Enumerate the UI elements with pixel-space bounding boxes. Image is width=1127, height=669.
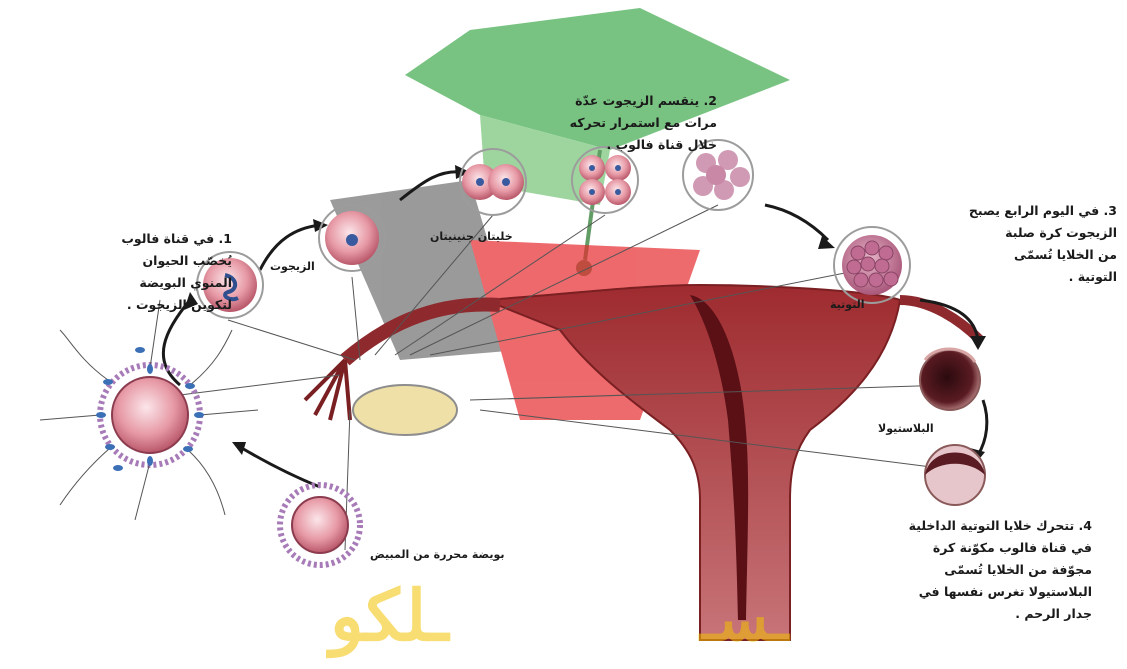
two-cells-label: خليتان جنينيتان (430, 230, 513, 243)
step3-line-4: التوتية . (887, 266, 1117, 288)
step1-caption: 1. في قناة فالوب يُخصّب الحيوان المنوي ا… (27, 228, 232, 316)
step1-line-3: المنوي البويضة (27, 272, 232, 294)
step4-line-3: مجوّفة من الخلايا تُسمّى (792, 559, 1092, 581)
step2-line-1: 2. ينقسم الزيجوت عدّة (477, 90, 717, 112)
zygote-label: الزيجوت (270, 260, 315, 273)
step2-caption: 2. ينقسم الزيجوت عدّة مرات مع استمرار تح… (477, 90, 717, 156)
svg-text:ـلكو: ـلكو (326, 574, 451, 659)
step4-line-4: البلاستيولا تغرس نفسها في (792, 581, 1092, 603)
step3-line-2: الزيجوت كرة صلبة (887, 222, 1117, 244)
step1-line-4: لتكوين الزيجوت . (27, 294, 232, 316)
svg-text:ـسـ: ـسـ (698, 585, 791, 655)
step3-caption: 3. في اليوم الرابع يصبح الزيجوت كرة صلبة… (887, 200, 1117, 288)
step3-line-3: من الخلايا تُسمّى (887, 244, 1117, 266)
zygote-icon (319, 205, 385, 271)
step4-line-1: 4. تتحرك خلايا التوتية الداخلية (792, 515, 1092, 537)
step4-line-5: جدار الرحم . (792, 603, 1092, 625)
ovary-icon (353, 385, 457, 435)
released-ovum-icon (280, 485, 360, 565)
fallopian-tube-icon (305, 360, 350, 420)
blastula-label: البلاستيولا (878, 422, 934, 435)
step4-line-2: في قناة فالوب مكوّنة كرة (792, 537, 1092, 559)
implanting-blastula-icon (925, 445, 985, 505)
watermark-text-icon: ـلكو ـسـ (326, 574, 791, 659)
egg-with-sperm-icon (40, 300, 258, 520)
step2-line-3: خلال قناة فالوب . (477, 134, 717, 156)
blastula-icon (920, 349, 980, 410)
ovum-label: بويضة محررة من المبيض (370, 548, 505, 561)
step4-caption: 4. تتحرك خلايا التوتية الداخلية في قناة … (792, 515, 1092, 625)
step2-line-2: مرات مع استمرار تحركه (477, 112, 717, 134)
morula-label: التوتية (830, 298, 865, 311)
step1-line-1: 1. في قناة فالوب (27, 228, 232, 250)
step3-line-1: 3. في اليوم الرابع يصبح (887, 200, 1117, 222)
step1-line-2: يُخصّب الحيوان (27, 250, 232, 272)
